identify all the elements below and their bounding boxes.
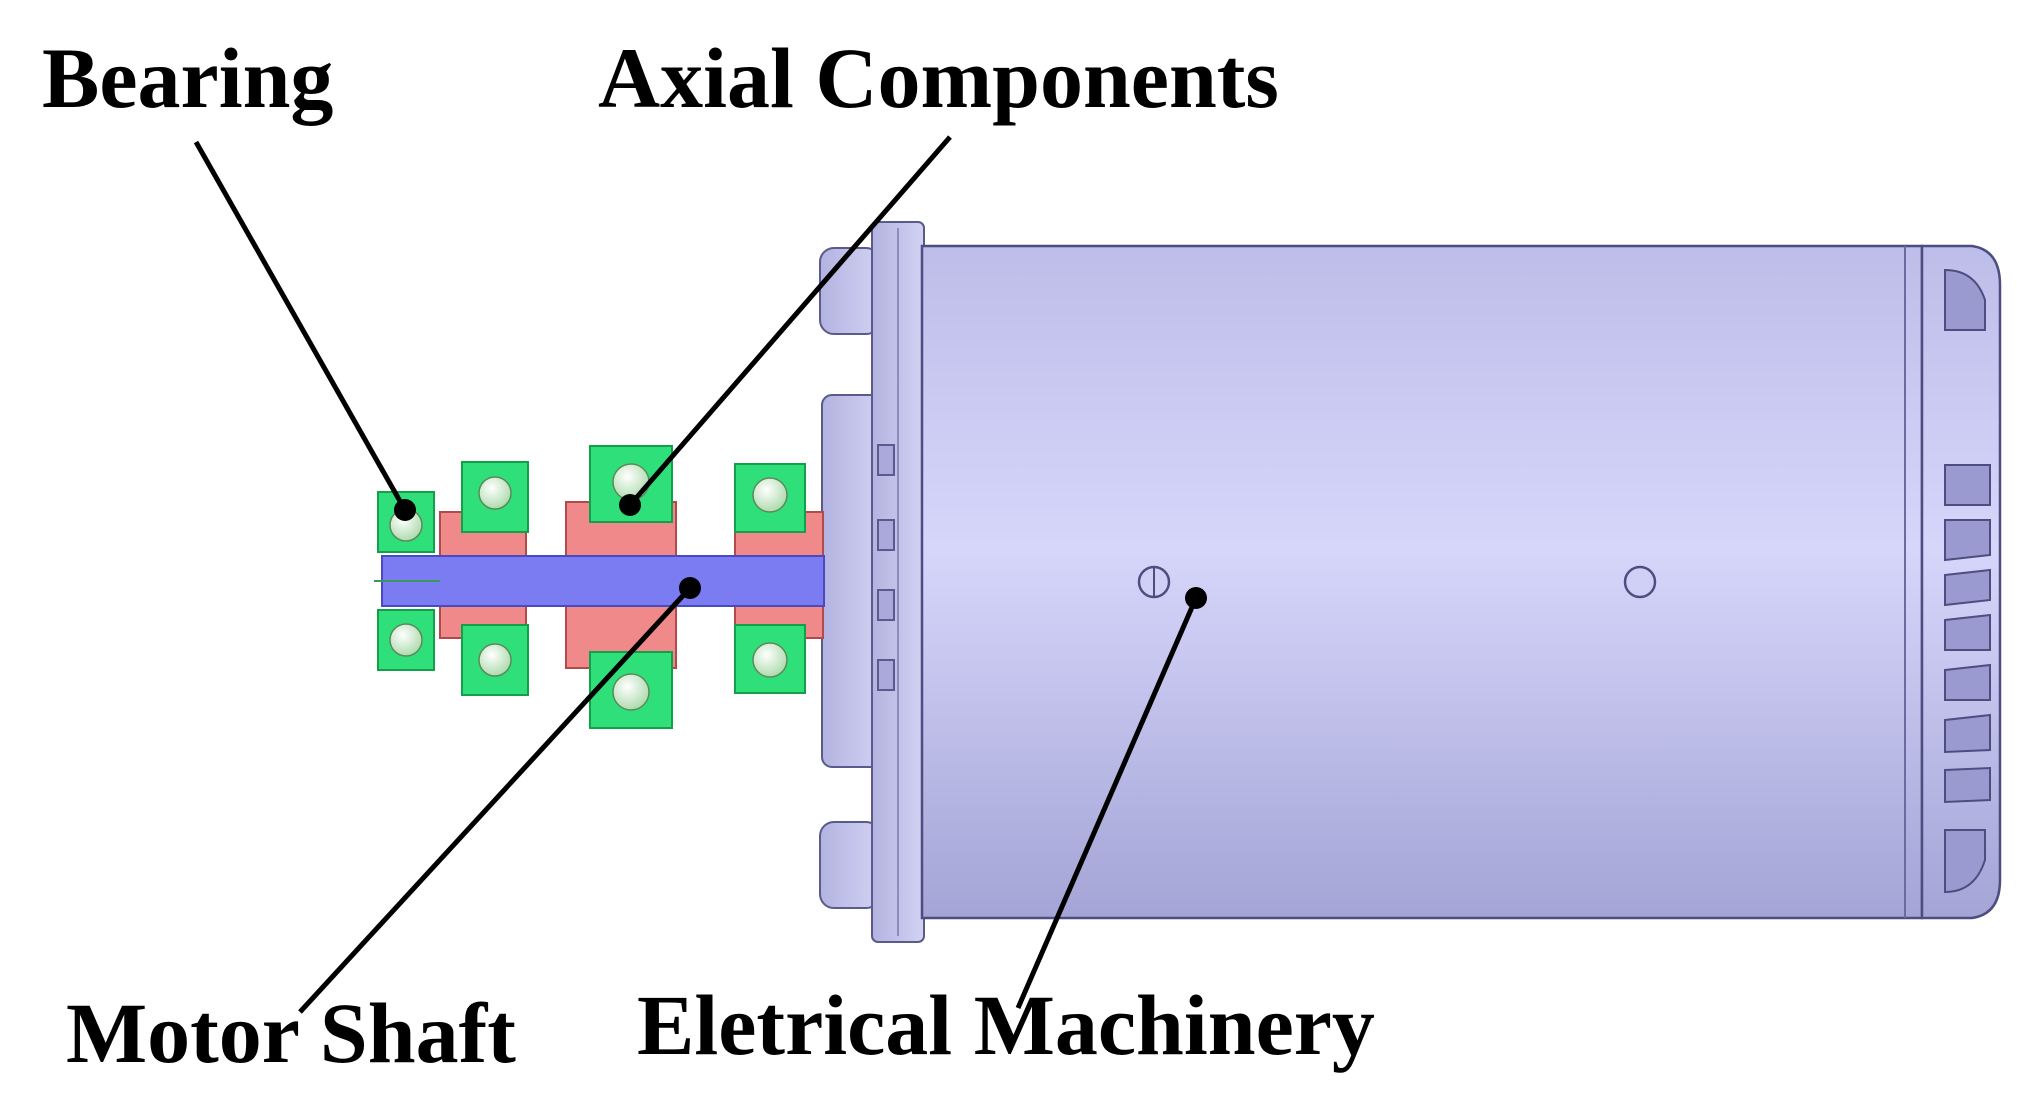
dot-motor-shaft xyxy=(679,577,701,599)
motor-housing xyxy=(920,244,1924,920)
bearing-4 xyxy=(734,463,806,694)
ball xyxy=(478,476,512,510)
bearing-3 xyxy=(589,445,673,729)
ball xyxy=(752,477,788,513)
leader-bearing xyxy=(193,140,408,512)
bearing-1 xyxy=(377,491,435,671)
hole-right xyxy=(1623,565,1657,599)
ball xyxy=(478,643,512,677)
dot-bearing xyxy=(394,499,416,521)
leader-dots xyxy=(394,494,1207,609)
dot-electrical-machinery xyxy=(1185,587,1207,609)
leader-axial-components xyxy=(628,135,952,507)
leader-lines xyxy=(193,135,1199,1014)
label-axial-components: Axial Components xyxy=(598,30,1279,126)
label-bearing: Bearing xyxy=(42,30,334,126)
motor-shaft xyxy=(381,555,825,607)
ball xyxy=(612,673,650,711)
leader-motor-shaft xyxy=(298,586,692,1014)
cooling-fins xyxy=(1944,268,1991,894)
ball xyxy=(752,642,788,678)
label-motor-shaft: Motor Shaft xyxy=(66,985,516,1081)
bearing-2 xyxy=(461,461,529,696)
label-electrical-machinery: Eletrical Machinery xyxy=(637,977,1375,1073)
leader-electrical-machinery xyxy=(1015,597,1199,1009)
flange-slots xyxy=(877,444,895,691)
dot-axial-components xyxy=(619,494,641,516)
electrical-machinery xyxy=(819,221,2002,943)
ball xyxy=(389,623,423,657)
